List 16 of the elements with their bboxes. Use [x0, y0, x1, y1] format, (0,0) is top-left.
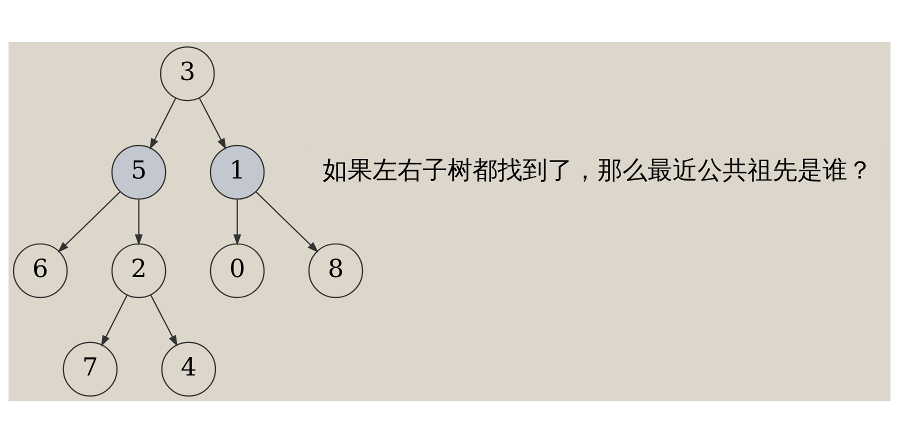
- arrow: [58, 191, 120, 252]
- arrow: [256, 191, 318, 252]
- node-circle: 1: [210, 144, 265, 200]
- node-circle: 4: [161, 341, 216, 396]
- arrow: [101, 294, 128, 346]
- node-circle: 0: [210, 242, 265, 298]
- node-circle: 5: [111, 144, 166, 200]
- arrow: [134, 198, 143, 246]
- node-circle: 7: [62, 341, 118, 396]
- arrow: [150, 97, 176, 150]
- label: 如果左右子树都找到了，那么最近公共祖先是谁？: [322, 154, 873, 184]
- arrow: [233, 198, 242, 246]
- node-circle: 2: [111, 242, 166, 298]
- arrow: [198, 97, 226, 150]
- node-circle: 3: [160, 46, 215, 101]
- arrow: [150, 294, 178, 346]
